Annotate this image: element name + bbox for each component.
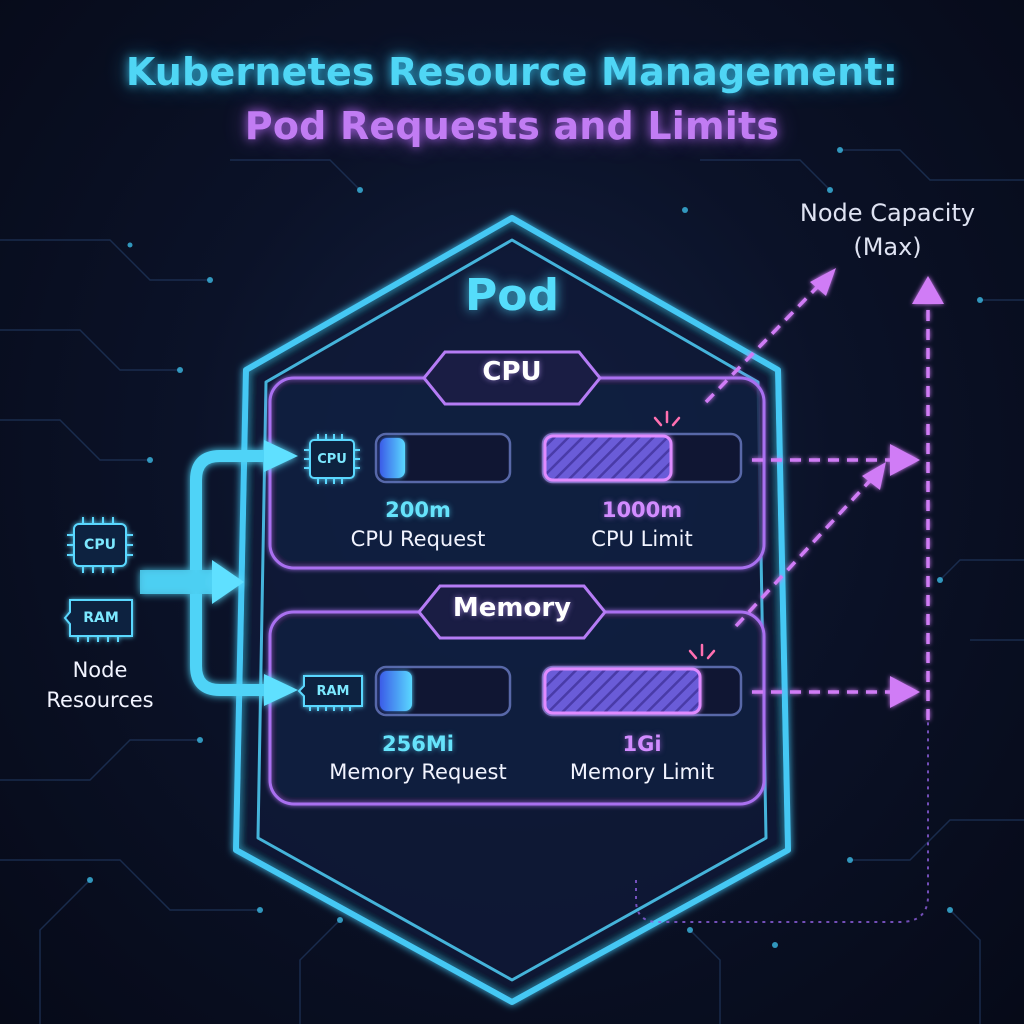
node-capacity-label: Node Capacity (Max) — [799, 199, 976, 261]
cpu-section-tab — [422, 350, 602, 406]
memory-section-title: Memory — [452, 593, 572, 623]
cpu-limit-bar — [541, 432, 743, 484]
cpu-request-bar — [374, 432, 512, 484]
pod-hexagon-inner — [256, 238, 768, 982]
memory-limit-spark-icon — [688, 643, 716, 660]
cpu-chip-label: CPU — [317, 452, 347, 467]
title-line-1: Kubernetes Resource Management: — [125, 50, 899, 94]
cpu-limit-label: CPU Limit — [591, 527, 693, 551]
node-to-pod-flow-arrows — [140, 440, 298, 706]
memory-request-value: 256Mi — [382, 732, 454, 756]
memory-request-bar — [374, 665, 512, 717]
ram-module-icon — [297, 675, 363, 711]
node-ram-module-label: RAM — [83, 610, 119, 626]
memory-request-label: Memory Request — [329, 760, 507, 784]
memory-limit-value: 1Gi — [622, 732, 662, 756]
ram-module-label: RAM — [316, 684, 350, 699]
cpu-section-title: CPU — [482, 357, 542, 387]
cpu-request-bar-fill — [380, 438, 405, 478]
node-capacity-arrowheads — [810, 268, 944, 708]
memory-section-tab — [417, 584, 607, 640]
cpu-request-label: CPU Request — [350, 527, 486, 551]
memory-limit-bar — [541, 665, 743, 717]
circuit-background — [0, 149, 1024, 1024]
memory-limit-label: Memory Limit — [569, 760, 715, 784]
circuit-nodes — [87, 147, 983, 948]
node-ram-module-icon — [63, 599, 133, 642]
pod-title: Pod — [465, 270, 559, 321]
memory-request-bar-fill — [380, 671, 412, 711]
node-cpu-chip-icon — [67, 517, 133, 573]
title-line-2: Pod Requests and Limits — [244, 104, 780, 148]
capacity-return-dotted-line — [635, 720, 929, 923]
cpu-limit-bar-fill — [543, 434, 673, 482]
node-resources-label: Node Resources — [46, 658, 154, 712]
node-capacity-dashed-arrows — [704, 274, 933, 720]
node-cpu-chip-label: CPU — [84, 537, 116, 553]
memory-limit-bar-fill — [543, 667, 702, 715]
cpu-limit-value: 1000m — [601, 498, 683, 522]
cpu-request-value: 200m — [385, 498, 451, 522]
cpu-chip-icon — [304, 434, 360, 484]
cpu-limit-spark-icon — [653, 410, 681, 427]
